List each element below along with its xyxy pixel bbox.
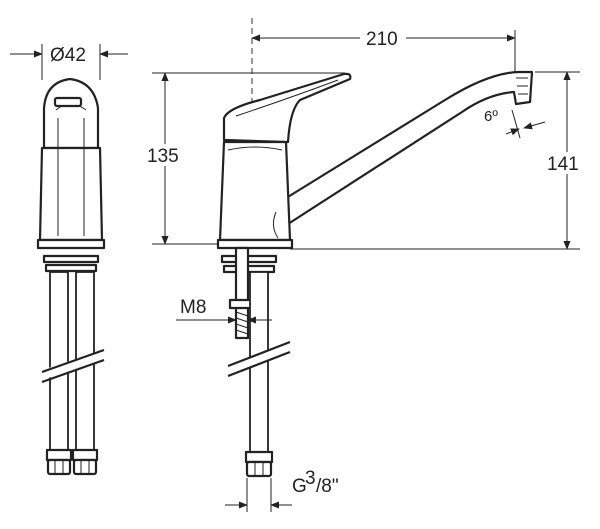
diameter-label: Ø42: [50, 45, 86, 66]
total-height-dimension: 141: [290, 71, 585, 250]
stud-thread-label: M8: [180, 297, 206, 318]
connection-rest: /8": [316, 476, 339, 497]
side-hose-left: [49, 271, 69, 453]
side-view: Ø42: [10, 44, 128, 476]
lever-handle: [222, 72, 352, 144]
diameter-dimension: Ø42: [10, 44, 128, 80]
stud-thread-dimension: M8: [176, 297, 272, 324]
side-body: [38, 146, 104, 242]
faucet-body: [218, 140, 292, 242]
connection-num: 3: [305, 468, 316, 489]
spout-angle-dimension: 6º: [484, 108, 546, 139]
spout: [268, 70, 534, 226]
body-height-dimension: 135: [145, 72, 345, 245]
body-height-label: 135: [147, 146, 179, 167]
total-height-label: 141: [547, 154, 579, 175]
connection-dimension: G 3 /8": [225, 468, 339, 512]
reach-dimension: 210: [251, 26, 516, 72]
reach-label: 210: [366, 29, 398, 50]
front-view: 210 135 141 6º: [145, 18, 585, 512]
side-handle: [42, 77, 100, 150]
spout-angle-label: 6º: [484, 108, 498, 125]
connection-prefix: G: [292, 476, 307, 497]
